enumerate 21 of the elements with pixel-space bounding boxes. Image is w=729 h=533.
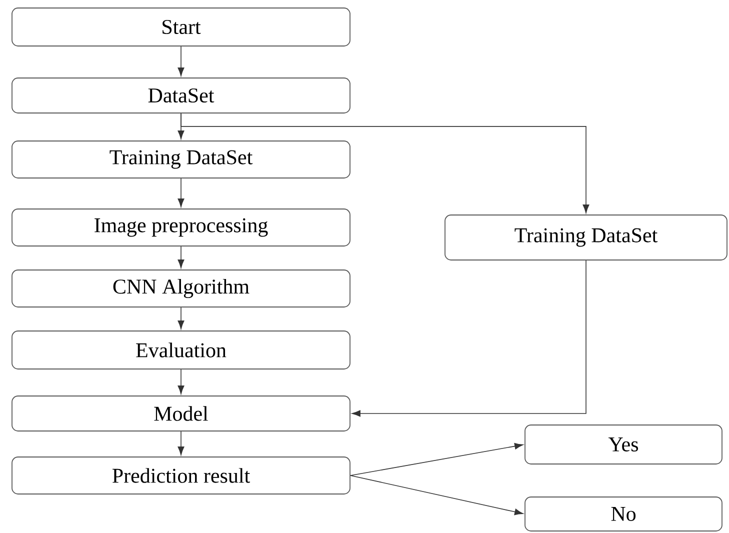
arrow: [178, 307, 184, 330]
arrow: [178, 246, 184, 268]
process-box: Training DataSet: [12, 140, 350, 178]
arrow: [180, 113, 590, 214]
arrow: [350, 475, 524, 516]
arrow: [178, 178, 184, 208]
process-box: Image preprocessing: [12, 208, 350, 246]
process-box: Training DataSet: [444, 214, 728, 260]
arrow: [352, 260, 586, 417]
arrow: [178, 431, 184, 456]
process-box: Model: [12, 396, 350, 432]
arrow: [178, 369, 184, 394]
process-box: Start: [12, 8, 350, 46]
process-box: Prediction result: [12, 456, 350, 494]
process-box: CNN Algorithm: [12, 270, 350, 308]
arrow: [350, 443, 524, 476]
process-box: Evaluation: [12, 330, 350, 370]
process-box: No: [524, 496, 722, 532]
process-box: DataSet: [12, 78, 350, 114]
arrow: [178, 46, 184, 76]
process-box: Yes: [524, 424, 722, 464]
